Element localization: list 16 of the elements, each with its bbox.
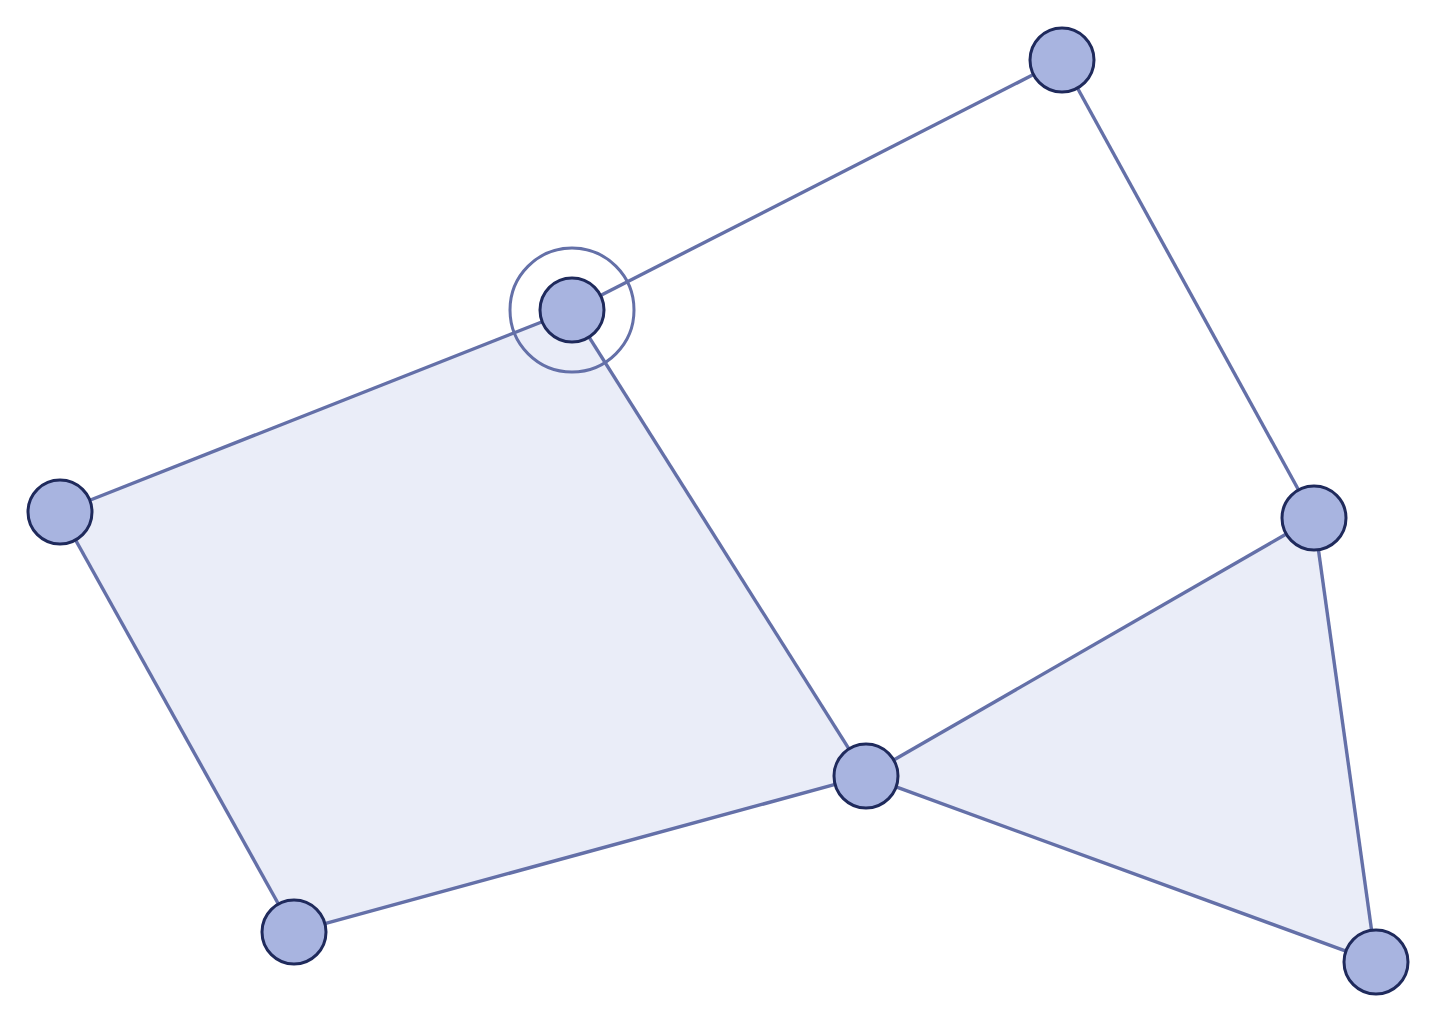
connector-line (1316, 549, 1374, 931)
connector-line (892, 532, 1288, 762)
node-circle (1342, 928, 1410, 996)
connector-line (895, 785, 1347, 953)
connector-line (324, 782, 836, 926)
connector-line (89, 320, 543, 502)
node-circle (1028, 26, 1096, 94)
connector-line (1075, 87, 1301, 491)
node-circle (832, 742, 900, 810)
connector-line (587, 336, 851, 750)
node-circle (260, 898, 328, 966)
node-circle (538, 276, 606, 344)
connector-line (74, 539, 280, 905)
node-circle (1280, 484, 1348, 552)
node-circle (26, 478, 94, 546)
connector-line (599, 73, 1035, 297)
